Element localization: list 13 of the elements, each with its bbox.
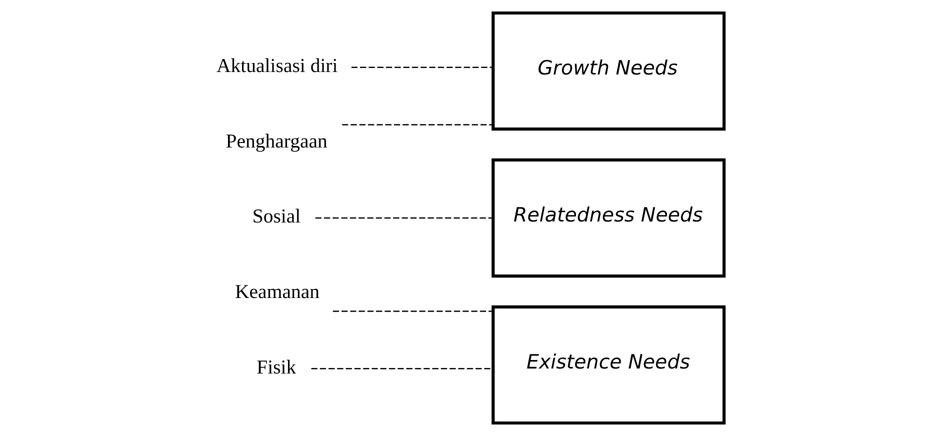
node-text: Penghargaan <box>225 130 327 152</box>
node-text: Sosial <box>252 206 300 228</box>
node-box: Existence Needs <box>491 305 726 425</box>
connector <box>314 217 492 219</box>
connector <box>350 66 493 68</box>
node-text: Fisik <box>256 356 296 378</box>
connector <box>332 310 492 312</box>
node-text: Aktualisasi diri <box>216 55 338 78</box>
node-text: Keamanan <box>234 281 319 304</box>
connector <box>342 124 492 126</box>
node-box: Relatedness Needs <box>491 158 726 278</box>
connector <box>310 368 492 370</box>
node-box: Growth Needs <box>491 11 726 131</box>
